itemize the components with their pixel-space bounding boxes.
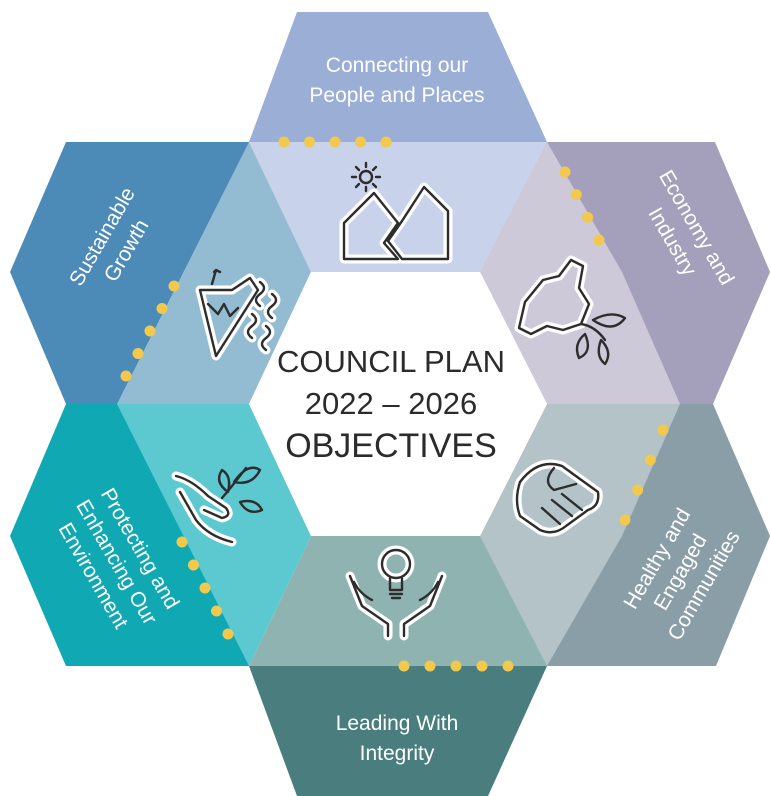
inner-people-places: [249, 142, 547, 272]
accent-dot: [559, 166, 571, 178]
label-people-places-line1: Connecting our: [326, 54, 468, 77]
center-title-line1: COUNCIL PLAN: [277, 344, 505, 379]
accent-dot: [619, 514, 631, 526]
accent-dot: [582, 211, 594, 223]
accent-dot: [502, 660, 514, 672]
accent-dot: [304, 136, 315, 148]
accent-dot: [329, 136, 341, 148]
accent-dot: [144, 325, 156, 337]
accent-dot: [156, 303, 168, 314]
accent-dot: [632, 484, 644, 496]
accent-dot: [211, 605, 222, 617]
mountains-sun-icon: [339, 161, 453, 264]
landscape-waves-icon: [195, 268, 281, 361]
accent-dot: [278, 136, 290, 148]
label-people-places-line2: People and Places: [309, 84, 484, 107]
accent-dot: [168, 280, 180, 292]
region-map-leaves-icon: [514, 255, 627, 366]
accent-dot: [476, 660, 488, 672]
accent-dot: [657, 424, 669, 436]
accent-dot: [398, 660, 410, 672]
accent-dot: [188, 559, 199, 571]
hand-leaves-icon: [171, 466, 264, 547]
label-integrity-line2: Integrity: [360, 742, 435, 765]
inner-integrity: [249, 536, 547, 666]
accent-dot: [176, 536, 188, 548]
center-title-line2: 2022 – 2026: [305, 386, 477, 421]
accent-dot: [120, 370, 132, 382]
petal-integrity: [249, 666, 547, 796]
label-integrity: Leading With Integrity: [336, 712, 459, 765]
accent-dot: [644, 454, 656, 466]
accent-dot: [593, 234, 605, 246]
accent-dot: [450, 660, 462, 672]
label-integrity-line1: Leading With: [336, 712, 459, 735]
label-people-places: Connecting our People and Places: [309, 54, 484, 107]
handshake-icon: [512, 459, 603, 537]
lightbulb-hands-icon: [345, 545, 447, 641]
center-hexagon: [249, 272, 547, 536]
accent-dot: [222, 628, 234, 640]
petal-growth: [10, 142, 249, 404]
accent-dot: [380, 136, 392, 148]
accent-dot: [199, 582, 211, 594]
dotted-accents: [120, 136, 669, 672]
accent-dot: [355, 136, 366, 148]
accent-dot: [132, 348, 144, 359]
petal-environment: [10, 404, 249, 666]
petal-people-places: [249, 12, 547, 142]
accent-dot: [570, 189, 582, 201]
center-title-line3: OBJECTIVES: [285, 427, 497, 465]
accent-dot: [424, 660, 436, 672]
